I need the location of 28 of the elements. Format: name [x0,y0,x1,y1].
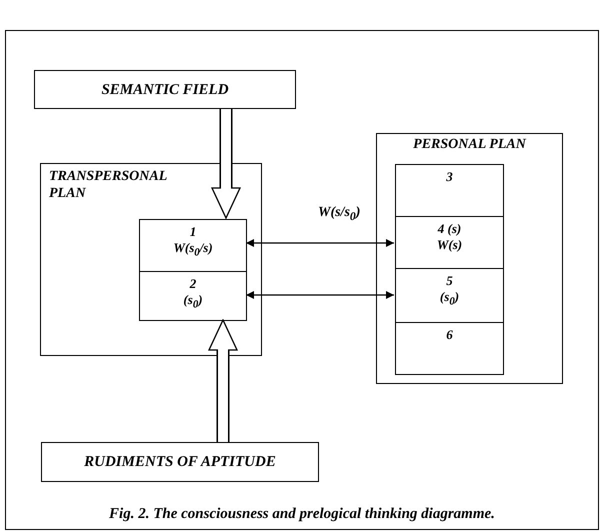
container-title: PERSONAL PLAN [412,136,528,153]
label-box [41,442,319,482]
box-text: RUDIMENTS OF APTITUDE [84,454,276,470]
box-number: 1 [188,224,198,240]
double-arrow [246,239,394,247]
box-text: (s$_{0}$) [182,292,204,313]
process-box [139,219,247,272]
box-text: W(s) [436,237,464,253]
process-box [395,268,504,323]
box-text: W(s$_{0}$/s) [172,240,214,261]
box-number: 6 [445,327,454,343]
double-arrow [246,291,394,299]
label-box [34,70,296,109]
box-number: 5 [445,273,454,289]
container-title: TRANSPERSONAL PLAN [49,168,168,202]
edge-label: W(s/s$_{0}$) [317,205,362,223]
box-text: SEMANTIC FIELD [101,82,229,98]
box-number: 2 [188,276,198,292]
figure-caption: Fig. 2. The consciousness and prelogical thinking diagramme. [108,506,496,523]
plan-container [40,163,262,356]
box-number: 4 (s) [436,221,462,237]
process-box [139,271,247,321]
box-text: (s$_{0}$) [438,289,460,310]
plan-container [376,133,563,384]
box-number: 3 [445,169,454,185]
process-box [395,164,504,217]
process-box [395,216,504,269]
process-box [395,322,504,375]
